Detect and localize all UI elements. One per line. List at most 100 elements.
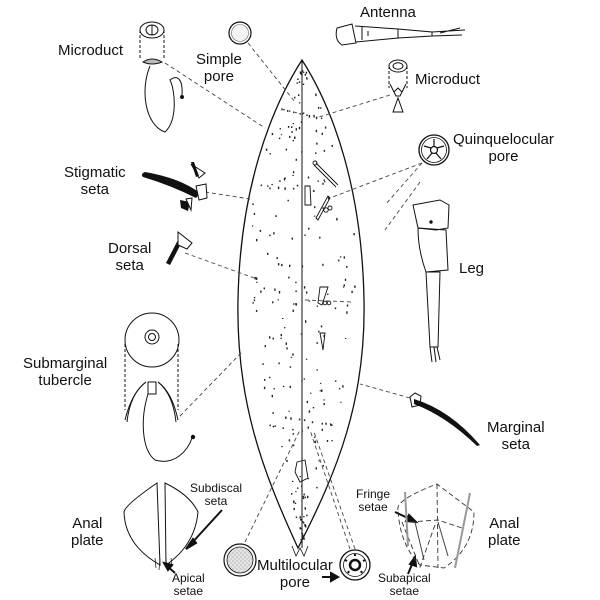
stipple-dot (305, 320, 307, 323)
stipple-dot (291, 480, 294, 482)
stipple-dot (296, 82, 298, 84)
stipple-dot (319, 236, 321, 239)
label-line: Quinquelocular (453, 131, 554, 148)
stipple-dot (324, 181, 326, 183)
stipple-dot (306, 514, 308, 517)
stipple-dot (293, 500, 295, 503)
stipple-dot (292, 187, 295, 190)
label-line: Leg (459, 260, 485, 277)
stipple-dot (279, 128, 281, 130)
stipple-dot (283, 109, 285, 111)
stipple-dot (323, 179, 325, 181)
microduct-left-drawing (139, 21, 184, 133)
stipple-dot (327, 293, 329, 295)
stipple-dot (306, 77, 308, 80)
label-line: Submarginal (23, 355, 108, 372)
stipple-dot (297, 487, 299, 489)
stipple-dot (298, 81, 301, 83)
stipple-dot (277, 299, 279, 301)
label-line: plate (488, 532, 521, 549)
stipple-dot (291, 126, 293, 128)
stipple-dot (269, 376, 271, 379)
stipple-dot (346, 311, 348, 314)
stipple-dot (262, 363, 264, 365)
stipple-dot (288, 410, 290, 412)
stipple-dot (300, 539, 302, 541)
stipple-dot (316, 369, 318, 371)
stipple-dot (284, 187, 286, 190)
stipple-dot (299, 527, 301, 530)
stipple-dot (282, 318, 284, 319)
stipple-dot (310, 392, 312, 394)
stipple-dot (295, 281, 297, 284)
stipple-dot (313, 190, 315, 192)
stipple-dot (314, 440, 317, 444)
stipple-dot (304, 234, 306, 236)
stipple-dot (301, 533, 304, 535)
stipple-dot (315, 467, 317, 470)
stipple-dot (321, 422, 323, 425)
stipple-dot (253, 212, 256, 215)
label-dorsal-seta: Dorsal seta (108, 240, 151, 274)
stipple-dot (300, 528, 302, 530)
stipple-dot (301, 113, 304, 115)
stipple-dot (307, 495, 309, 499)
stipple-dot (269, 424, 271, 427)
stipple-dot (292, 139, 294, 142)
stipple-dot (343, 284, 345, 287)
stipple-dot (316, 305, 318, 307)
stipple-dot (305, 358, 308, 360)
label-line: setae (173, 584, 204, 598)
stipple-dot (259, 229, 262, 232)
stipple-dot (346, 266, 348, 268)
stipple-dot (321, 132, 323, 135)
stipple-dot (322, 207, 324, 210)
label-line: Fringe (356, 487, 391, 501)
stipple-dot (282, 427, 284, 429)
stipple-dot (293, 501, 295, 504)
stipple-dot (313, 436, 316, 438)
stigmatic-seta-drawing (141, 162, 208, 212)
stipple-dot (301, 380, 303, 382)
stipple-dot (292, 444, 295, 447)
stipple-dot (301, 521, 303, 523)
stipple-dot (322, 263, 324, 266)
stipple-dot (339, 256, 342, 258)
stipple-dot (300, 518, 302, 521)
stipple-dot (312, 407, 315, 409)
stipple-dot (280, 333, 282, 337)
label-line: Marginal (487, 419, 545, 436)
stipple-dot (290, 417, 292, 420)
stipple-dot (299, 516, 301, 519)
stipple-dot (260, 290, 262, 293)
stipple-dot (302, 71, 305, 73)
stipple-dot (334, 307, 337, 310)
label-line: Microduct (58, 42, 124, 59)
stipple-dot (295, 158, 297, 161)
stipple-dot (319, 390, 321, 392)
stipple-dot (293, 507, 295, 511)
stipple-dot (291, 237, 293, 240)
stipple-dot (292, 171, 295, 174)
stipple-dot (271, 394, 273, 398)
stipple-dot (303, 378, 305, 380)
stipple-dot (255, 309, 258, 312)
stipple-dot (271, 132, 274, 136)
label-line: Simple (196, 51, 242, 68)
label-marginal-seta: Marginal seta (487, 419, 545, 453)
stipple-dot (307, 426, 309, 429)
label-multilocular-pore: Multilocular pore (257, 557, 333, 591)
label-subapical-setae: Subapical setae (378, 572, 431, 598)
stipple-dot (306, 114, 308, 116)
label-microduct-left: Microduct (58, 42, 123, 59)
stipple-dot (289, 110, 291, 112)
stipple-dot (251, 225, 254, 227)
label-line: Subapical (378, 571, 431, 585)
stipple-dot (322, 182, 324, 185)
stipple-dot (253, 297, 256, 299)
stipple-dot (321, 428, 323, 431)
stipple-dot (302, 497, 305, 500)
stipple-dot (321, 389, 323, 392)
stipple-dot (269, 187, 271, 190)
